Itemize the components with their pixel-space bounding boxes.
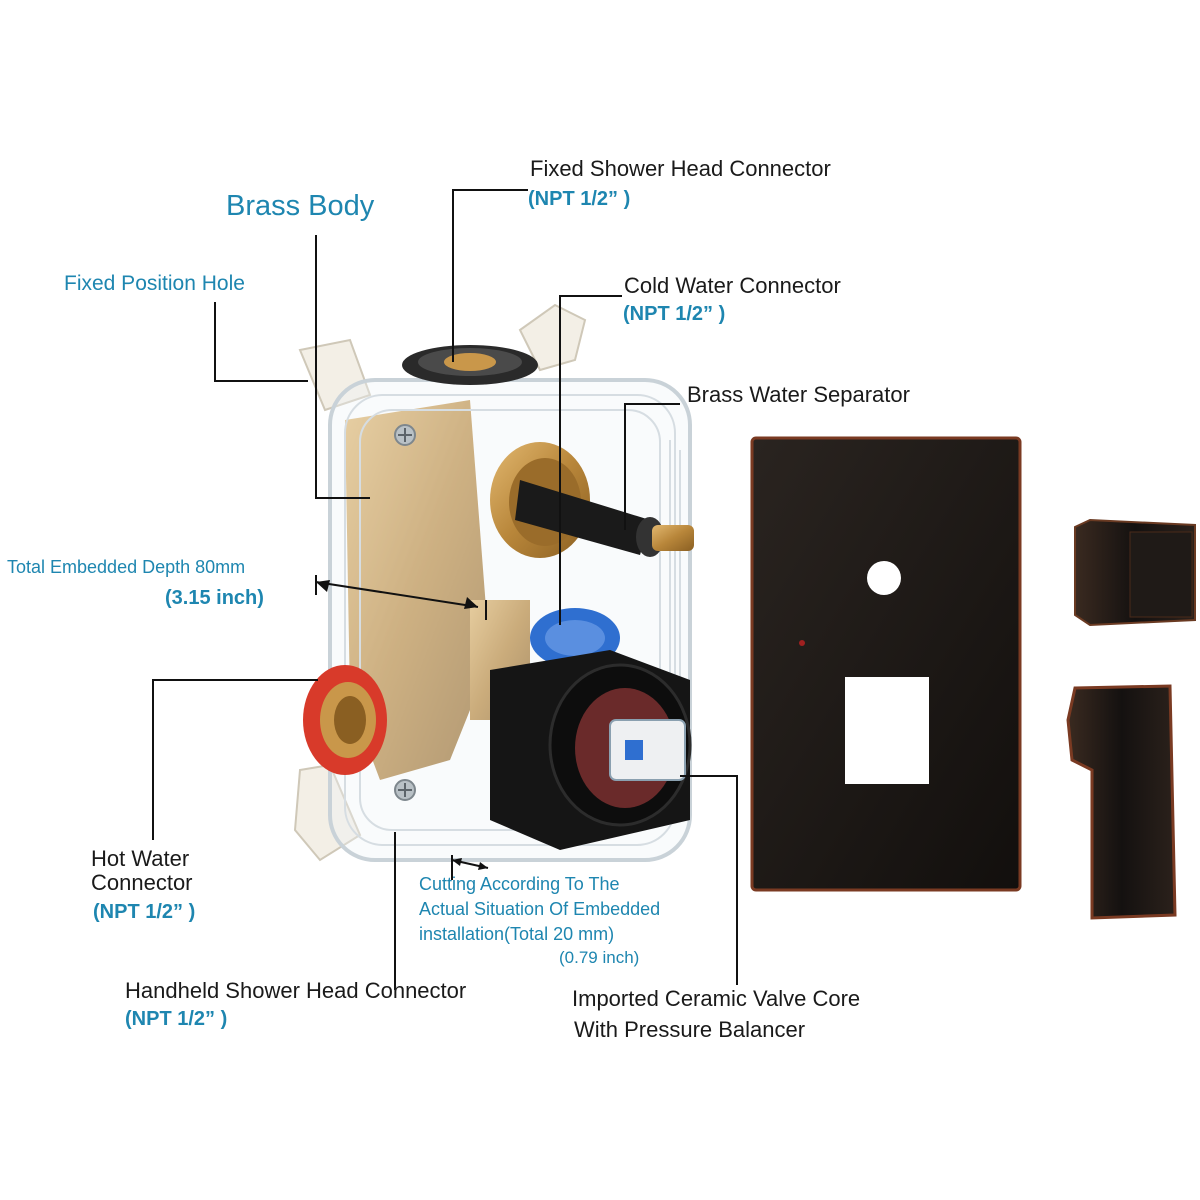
leader-valve-core [680, 775, 738, 985]
leader-brass-body [315, 235, 370, 499]
label-fixed-shower-head: Fixed Shower Head Connector [530, 156, 831, 181]
handle-cap [1074, 518, 1196, 627]
label-handheld-spec: (NPT 1/2” ) [125, 1008, 228, 1030]
label-fixed-shower-head-spec: (NPT 1/2” ) [528, 188, 631, 210]
valve-body [293, 303, 694, 862]
label-valve-line2: With Pressure Balancer [574, 1017, 806, 1042]
label-valve-line1: Imported Ceramic Valve Core [572, 986, 861, 1011]
label-cutting-line1: Cutting According To The [419, 874, 620, 894]
leader-lines [152, 189, 738, 990]
cutting-dimension [451, 858, 489, 870]
label-handheld: Handheld Shower Head Connector [125, 978, 467, 1003]
label-brass-separator: Brass Water Separator [687, 382, 910, 407]
label-fixed-position-hole: Fixed Position Hole [64, 272, 245, 295]
label-cold-water: Cold Water Connector [624, 273, 841, 298]
leader-fixed-shower-head [452, 189, 528, 362]
leader-brass-separator [624, 403, 680, 530]
label-brass-body: Brass Body [226, 190, 375, 222]
label-hot-water-line1: Hot Water [91, 846, 190, 871]
label-depth-line2: (3.15 inch) [165, 587, 264, 609]
label-cold-water-spec: (NPT 1/2” ) [623, 303, 726, 325]
handle-lever [1066, 684, 1177, 920]
label-cutting-line4: (0.79 inch) [559, 948, 640, 967]
label-depth-line1: Total Embedded Depth 80mm [7, 557, 246, 577]
label-cutting-line2: Actual Situation Of Embedded [419, 899, 661, 919]
trim-plate [750, 436, 1022, 892]
leader-cold-water [559, 295, 622, 625]
label-cutting-line3: installation(Total 20 mm) [419, 924, 615, 944]
depth-dimension [315, 575, 487, 620]
leader-hot-water [152, 679, 318, 840]
leader-fixed-position-hole [214, 302, 308, 382]
label-hot-water-spec: (NPT 1/2” ) [93, 901, 196, 923]
label-hot-water-line2: Connector [91, 870, 193, 895]
